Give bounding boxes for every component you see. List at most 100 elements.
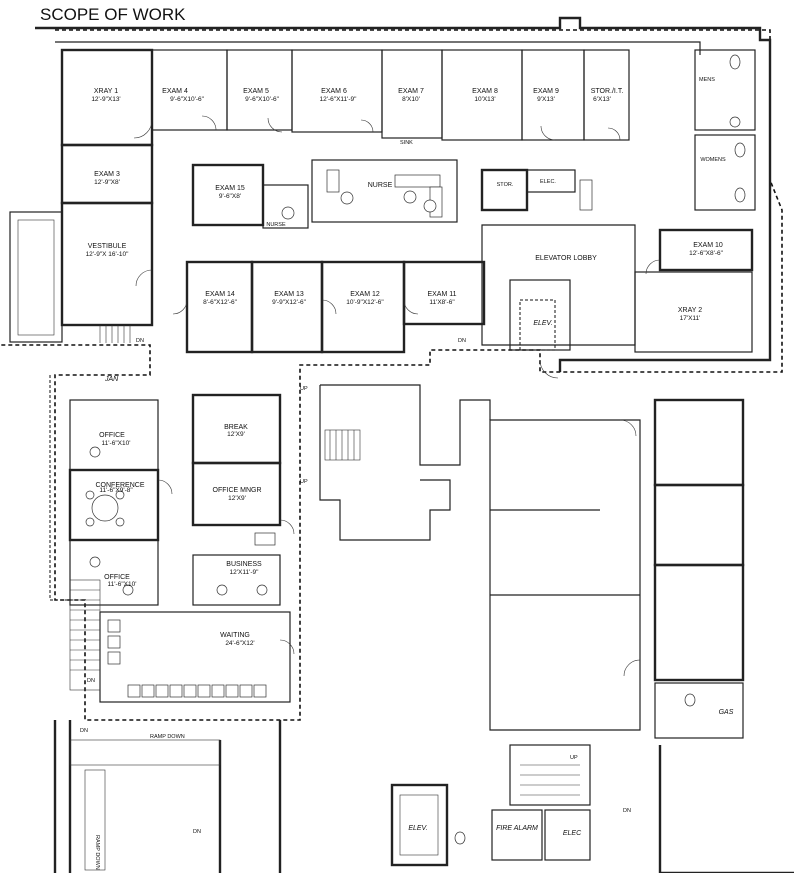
up-label-1: UP	[300, 386, 308, 392]
scope-title: SCOPE OF WORK	[40, 5, 186, 24]
gas-room	[654, 682, 744, 739]
xray1-label: XRAY 1	[94, 88, 118, 95]
conference-dim: 11'-6"X9'-8"	[99, 487, 133, 494]
break-dim: 12'X9'	[227, 431, 245, 438]
stor-it-dim: 6'X13'	[593, 96, 611, 103]
elec-top-room	[526, 169, 576, 193]
vestibule-label: VESTIBULE	[88, 243, 127, 250]
elev-upper-shaft	[509, 279, 571, 351]
dn-label-4: DN	[193, 829, 201, 835]
right-lower-walls	[489, 419, 641, 731]
exam5-dim: 9'-6"X10'-6"	[245, 96, 280, 103]
toilet-fixtures	[454, 54, 746, 845]
exam6-label: EXAM 6	[321, 88, 347, 95]
exam15-dim: 9'-6"X8'	[219, 193, 241, 200]
dn-label-5: DN	[623, 808, 631, 814]
exam9-label: EXAM 9	[533, 88, 559, 95]
center-stair	[324, 429, 361, 461]
annotations: SINK JAN DN DN DN DN DN DN UP UP UP RAMP…	[80, 140, 631, 870]
ramp-down-label: RAMP DOWN	[150, 734, 185, 740]
exam5-label: EXAM 5	[243, 88, 269, 95]
exam11-label: EXAM 11	[427, 291, 456, 298]
center-core-walls	[319, 384, 491, 541]
jan-label: JAN	[104, 376, 119, 383]
office1-chair	[89, 446, 101, 458]
nurse-chair-3	[423, 199, 437, 213]
exam8-dim: 10'X13'	[474, 96, 495, 103]
office-mngr-room	[191, 461, 282, 527]
conf-chair-3	[85, 517, 95, 527]
building-outline-lower	[53, 720, 794, 873]
exam7-dim: 8'X10'	[402, 96, 420, 103]
left-stair	[69, 579, 101, 691]
sink-label: SINK	[400, 140, 413, 146]
scope-boundary-upper	[0, 29, 783, 721]
xray2-label: XRAY 2	[678, 307, 702, 314]
womens-room	[694, 134, 756, 211]
office2-chair-2	[122, 584, 134, 596]
building-outline-upper	[35, 16, 772, 372]
exam8-label: EXAM 8	[472, 88, 498, 95]
business-dim: 12'X11'-9"	[230, 569, 260, 576]
office-mngr-dim: 12'X9'	[228, 495, 246, 502]
up-label-3: UP	[570, 755, 578, 761]
elev-lower-label: ELEV.	[408, 825, 427, 832]
scope-boundary-left	[49, 375, 85, 601]
exam13-label: EXAM 13	[274, 291, 304, 298]
waiting-dim: 24'-6"X12'	[225, 640, 254, 647]
lower-stair	[509, 744, 591, 806]
office2-chair	[89, 556, 101, 568]
conf-chair-1	[85, 490, 95, 500]
elevator-lobby-label: ELEVATOR LOBBY	[535, 255, 597, 262]
elec-top-label: ELEC.	[540, 179, 556, 185]
exam14-label: EXAM 14	[205, 291, 235, 298]
dn-label-1: DN	[136, 338, 144, 344]
xray2-dim: 17'X11'	[680, 315, 701, 322]
stor-room	[480, 168, 529, 212]
ramp-vertical	[84, 769, 106, 871]
office2-dim: 11'-6"X10'	[108, 581, 137, 588]
vestibule-dim: 12'-9"X 16'-10"	[86, 251, 130, 258]
dn-label-3: DN	[80, 728, 88, 734]
office-mngr-desk	[254, 532, 276, 546]
nurse-chair-1	[340, 191, 354, 205]
nurse-chair-2	[403, 190, 417, 204]
nurse-label: NURSE	[368, 182, 393, 189]
counter	[579, 179, 593, 211]
business-label: BUSINESS	[226, 561, 262, 568]
entry-vestibule-outer	[9, 211, 63, 343]
xray1-dim: 12'-9"X13'	[91, 96, 120, 103]
right-cubicles	[653, 398, 745, 682]
exam3-label: EXAM 3	[94, 171, 120, 178]
exam10-label: EXAM 10	[693, 242, 723, 249]
elec-lower-room	[544, 809, 591, 861]
fire-alarm-label: FIRE ALARM	[496, 825, 538, 832]
exam7-label: EXAM 7	[398, 88, 424, 95]
ramp	[69, 739, 221, 766]
office-mngr-label: OFFICE MNGR	[213, 487, 262, 494]
exam13-room	[250, 260, 324, 354]
business-chair-1	[216, 584, 228, 596]
exam8-room	[441, 49, 523, 141]
xray2-room	[634, 271, 753, 353]
exam12-label: EXAM 12	[350, 291, 380, 298]
fire-alarm-room	[491, 809, 543, 861]
waiting-chairs	[107, 619, 267, 698]
elev-upper-label: ELEV.	[533, 320, 552, 327]
conf-chair-4	[115, 517, 125, 527]
break-label: BREAK	[224, 424, 248, 431]
elev-upper-car	[519, 299, 556, 351]
exam4-dim: 9'-6"X10'-6"	[170, 96, 205, 103]
exam10-dim: 12'-6"X8'-6"	[689, 250, 724, 257]
entry-vestibule-inner	[17, 219, 55, 336]
nurse-station	[311, 159, 458, 223]
exam10-room	[658, 228, 754, 272]
conference-label: CONFERENCE	[95, 482, 144, 489]
exam11-dim: 11'X8'-6"	[429, 299, 455, 306]
up-label-2: UP	[300, 479, 308, 485]
office1-dim: 11'-6"X10'	[102, 440, 131, 447]
office2-room	[69, 539, 159, 606]
nurse-desk-2	[394, 174, 441, 188]
mens-room	[694, 49, 756, 131]
